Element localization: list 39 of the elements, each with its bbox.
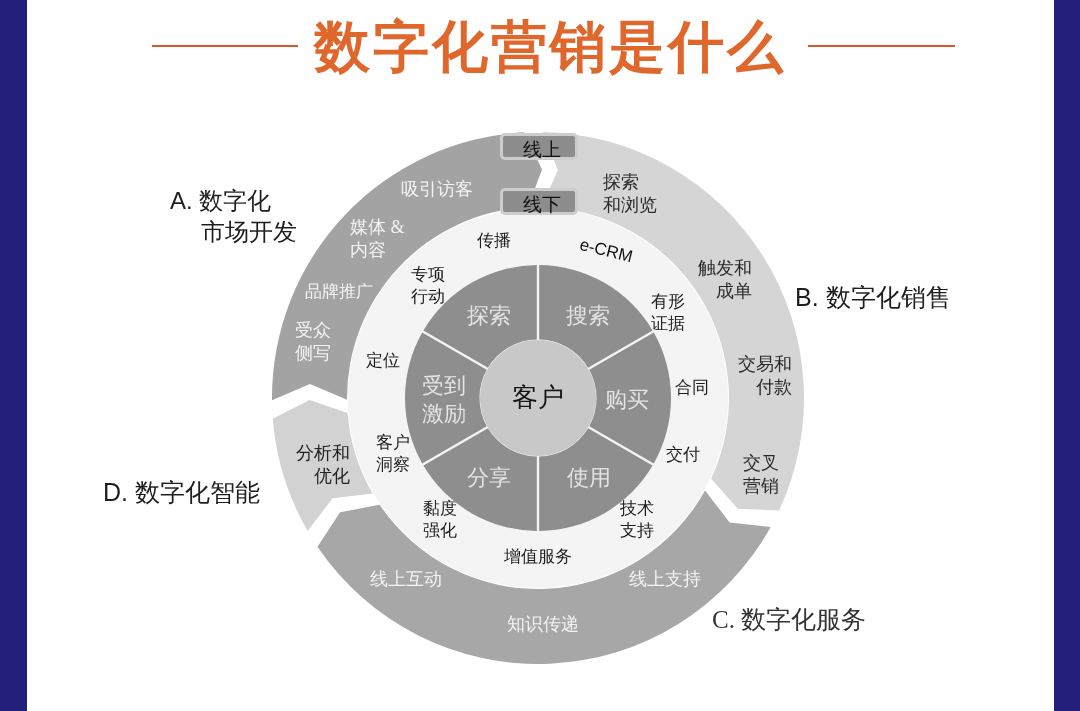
band-label: 线上互动 — [370, 568, 442, 592]
band-label: 受众侧写 — [295, 318, 331, 365]
section-heading: B. 数字化销售 — [795, 282, 951, 313]
ring-label: 交付 — [666, 444, 700, 466]
band-label: 探索和浏览 — [603, 170, 657, 217]
sector-label: 分享 — [467, 463, 511, 492]
title: 数字化营销是什么 — [314, 16, 786, 78]
ring-label: 合同 — [675, 377, 709, 399]
band-label: 分析和优化 — [296, 441, 350, 488]
ring-label: 技术支持 — [620, 498, 654, 542]
tag-box — [500, 133, 578, 160]
ring-label: 传播 — [477, 230, 511, 252]
sector-label: 受到激励 — [422, 371, 466, 428]
section-heading: C. 数字化服务 — [712, 605, 867, 635]
band-label: 媒体 & 内容 — [350, 215, 405, 262]
ring-label: 有形证据 — [651, 291, 685, 335]
band-label: 品牌推广 — [305, 281, 373, 303]
sector-label: 购买 — [605, 385, 649, 414]
tag-box — [500, 188, 578, 215]
section-heading: D. 数字化智能 — [103, 477, 260, 508]
ring-label: 专项行动 — [411, 264, 445, 308]
sector-label: 使用 — [567, 463, 611, 492]
ring-label: 增值服务 — [504, 546, 572, 568]
sector-label: 探索 — [467, 301, 511, 330]
band-label: 触发和成单 — [698, 256, 752, 303]
band-label: 交易和付款 — [738, 352, 792, 399]
band-label: 知识传递 — [507, 613, 579, 637]
sector-label: 搜索 — [566, 301, 610, 330]
section-heading: A. 数字化市场开发 — [170, 186, 298, 247]
ring-label: 客户洞察 — [376, 432, 410, 476]
tag-label: 线上 — [523, 137, 561, 162]
band-label: 吸引访客 — [401, 178, 473, 202]
band-label: 线上支持 — [629, 568, 701, 592]
ring-label: e-CRM — [577, 233, 635, 269]
ring-label: 定位 — [366, 350, 400, 372]
tag-label: 线下 — [523, 192, 561, 217]
band-label: 交叉营销 — [743, 451, 779, 498]
ring-label: 黏度强化 — [423, 498, 457, 542]
center-label: 客户 — [512, 382, 564, 415]
